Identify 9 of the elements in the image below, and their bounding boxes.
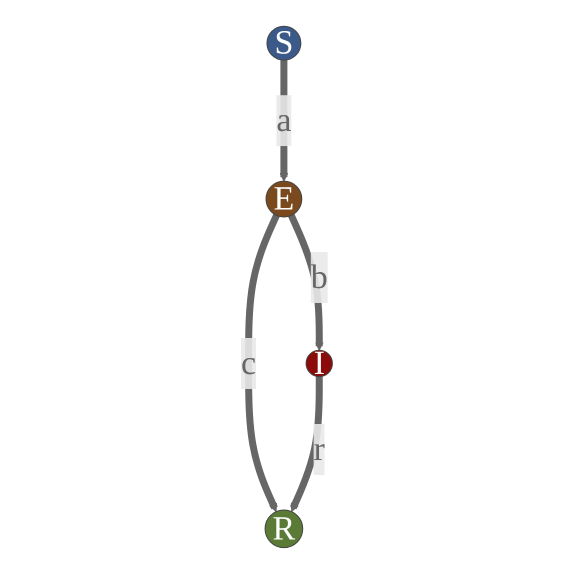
node-circle: I xyxy=(306,350,334,378)
edge-label: b xyxy=(311,258,328,296)
node-circle: S xyxy=(266,26,302,61)
edge-label: c xyxy=(241,344,256,382)
node-circle: E xyxy=(266,180,303,218)
edge-label: r xyxy=(314,430,326,468)
edge-label: a xyxy=(276,102,292,140)
arrow xyxy=(290,376,324,512)
node-circle: R xyxy=(264,509,304,548)
